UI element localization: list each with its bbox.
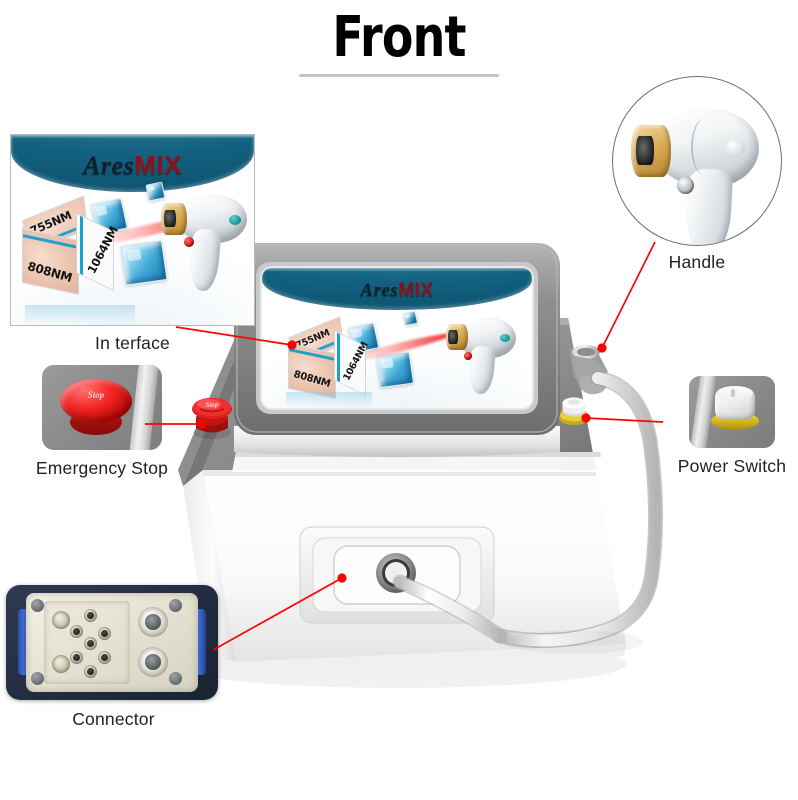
connector-port-top — [138, 607, 168, 637]
connector-caption: Connector — [72, 709, 155, 729]
handle-preview-frame[interactable] — [612, 76, 782, 246]
power-switch-knob-top — [717, 386, 753, 400]
callout-connector[interactable]: Connector — [6, 585, 221, 730]
connector-pin-7 — [84, 665, 97, 678]
connector-screw-tr — [169, 599, 182, 612]
callout-emergency-stop[interactable]: Stop Emergency Stop — [16, 365, 188, 479]
power-switch-knob-notch — [731, 389, 735, 397]
connector-screw-tl — [31, 599, 44, 612]
interface-wavelength-cube: 755NM 808NM 1064NM — [19, 195, 123, 296]
handle-handpiece — [629, 103, 775, 245]
handle-caption: Handle — [668, 252, 726, 272]
connector-pin-3 — [98, 627, 111, 640]
interface-brand-ares: Ares — [83, 151, 135, 181]
callout-handle[interactable]: Handle — [608, 76, 786, 273]
screen-reflection — [286, 392, 372, 408]
interface-brand-logo: AresMIX — [11, 152, 254, 179]
chassis-rail — [689, 376, 718, 448]
emergency-stop-cap-text: Stop — [87, 390, 105, 400]
emergency-stop-button[interactable]: Stop — [60, 379, 132, 441]
connector-pin-5 — [70, 651, 83, 664]
connector-pin-large-top — [52, 611, 70, 629]
interface-preview-frame[interactable]: AresMIX 755NM 808NM — [10, 134, 255, 326]
callout-power-switch[interactable]: Power Switch — [668, 376, 796, 477]
title-underline — [299, 74, 499, 77]
screen-handpiece — [442, 316, 528, 402]
brand-ares: Ares — [360, 279, 399, 301]
ice-cube-large — [375, 351, 415, 389]
power-switch-caption: Power Switch — [677, 456, 787, 476]
interface-reflection — [25, 305, 135, 325]
power-switch-preview-frame[interactable] — [689, 376, 775, 448]
emergency-stop-cap — [60, 379, 132, 423]
interface-handpiece — [159, 193, 254, 313]
callout-interface[interactable]: AresMIX 755NM 808NM — [10, 134, 255, 354]
screen-brand-logo: AresMIX — [262, 281, 532, 300]
device-screen-artwork: AresMIX 755NM 808NM — [262, 268, 532, 408]
interface-brand-mix: MIX — [134, 150, 182, 181]
connector-pin-2 — [70, 625, 83, 638]
emergency-stop-preview-frame[interactable]: Stop — [42, 365, 162, 450]
brand-mix: MIX — [398, 279, 434, 301]
connector-pin-1 — [84, 609, 97, 622]
svg-text:Stop: Stop — [206, 401, 219, 409]
connector-pin-large-bottom — [52, 655, 70, 673]
connector-pin-6 — [98, 651, 111, 664]
connector-preview-frame[interactable] — [6, 585, 218, 700]
connector-pin-4 — [84, 637, 97, 650]
connector-screw-br — [169, 672, 182, 685]
interface-artwork: AresMIX 755NM 808NM — [11, 135, 254, 325]
interface-caption: In terface — [95, 333, 170, 353]
connector-port-bottom — [138, 647, 168, 677]
emergency-stop-caption: Emergency Stop — [35, 458, 169, 478]
wavelength-cube: 755NM 808NM 1064NM — [286, 316, 372, 400]
handle-button — [677, 177, 694, 194]
ice-cube-small — [402, 310, 419, 327]
page-title: Front — [332, 5, 466, 70]
connector-screw-bl — [31, 672, 44, 685]
chassis-rail — [128, 365, 160, 450]
handle-body-seam — [691, 119, 717, 175]
title-block: Front — [0, 8, 798, 68]
